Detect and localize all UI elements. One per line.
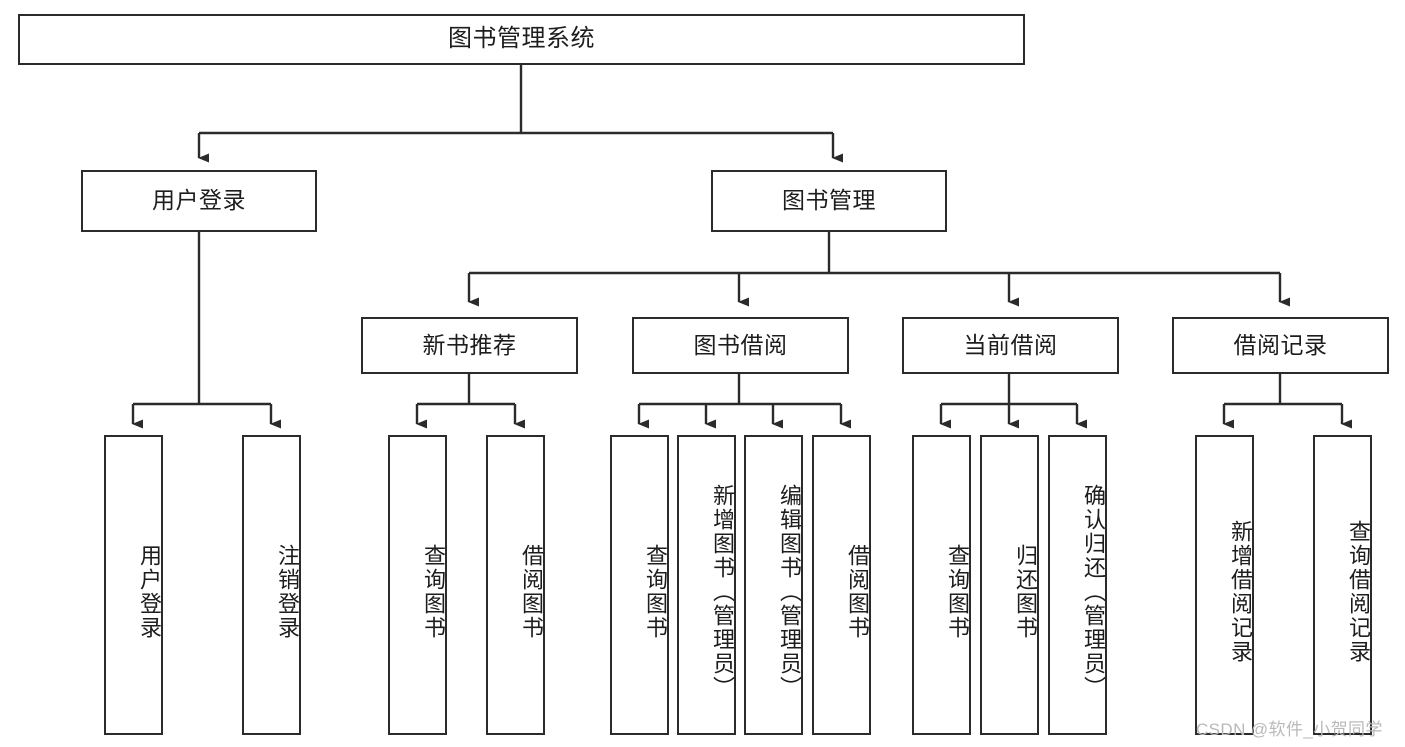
leaf-borrow-borrow-book[interactable]: 借阅图书 [812, 435, 871, 735]
leaf-current-confirm-return-admin[interactable]: 确认归还（管理员） [1048, 435, 1107, 735]
leaf-user-login-login[interactable]: 用户登录 [104, 435, 163, 735]
node-label: 用户登录 [152, 187, 246, 214]
leaf-recommend-borrow-book[interactable]: 借阅图书 [486, 435, 545, 735]
node-label: 新增借阅记录 [1228, 520, 1253, 664]
node-label: 编辑图书（管理员） [777, 484, 802, 700]
leaf-record-query-record[interactable]: 查询借阅记录 [1313, 435, 1372, 735]
leaf-recommend-query-book[interactable]: 查询图书 [388, 435, 447, 735]
node-book-borrow[interactable]: 图书借阅 [632, 317, 849, 374]
leaf-current-query-book[interactable]: 查询图书 [912, 435, 971, 735]
watermark-text: CSDN @软件_小贺同学 [1196, 720, 1383, 739]
node-label: 图书管理系统 [448, 25, 595, 53]
leaf-record-add-record[interactable]: 新增借阅记录 [1195, 435, 1254, 735]
watermark-label: CSDN @软件_小贺同学 [1196, 715, 1383, 740]
node-label: 借阅图书 [519, 544, 544, 640]
node-label: 归还图书 [1013, 544, 1038, 640]
leaf-user-login-logout[interactable]: 注销登录 [242, 435, 301, 735]
node-borrow-record[interactable]: 借阅记录 [1172, 317, 1389, 374]
node-root-book-management-system[interactable]: 图书管理系统 [18, 14, 1025, 65]
node-book-management[interactable]: 图书管理 [711, 170, 947, 232]
node-label: 查询图书 [945, 544, 970, 640]
leaf-borrow-add-book-admin[interactable]: 新增图书（管理员） [677, 435, 736, 735]
node-label: 用户登录 [137, 544, 162, 640]
node-label: 图书管理 [782, 187, 876, 214]
node-user-login[interactable]: 用户登录 [81, 170, 317, 232]
leaf-borrow-query-book[interactable]: 查询图书 [610, 435, 669, 735]
node-label: 查询图书 [643, 544, 668, 640]
node-label: 查询图书 [421, 544, 446, 640]
node-label: 新增图书（管理员） [710, 484, 735, 700]
leaf-borrow-edit-book-admin[interactable]: 编辑图书（管理员） [744, 435, 803, 735]
node-label: 借阅记录 [1233, 331, 1328, 358]
node-label: 确认归还（管理员） [1081, 484, 1106, 700]
node-new-book-recommend[interactable]: 新书推荐 [361, 317, 578, 374]
leaf-current-return-book[interactable]: 归还图书 [980, 435, 1039, 735]
node-label: 当前借阅 [963, 331, 1058, 358]
node-label: 查询借阅记录 [1346, 520, 1371, 664]
node-label: 新书推荐 [422, 331, 517, 358]
node-label: 图书借阅 [693, 331, 788, 358]
node-label: 注销登录 [275, 544, 300, 640]
node-label: 借阅图书 [845, 544, 870, 640]
node-current-borrow[interactable]: 当前借阅 [902, 317, 1119, 374]
